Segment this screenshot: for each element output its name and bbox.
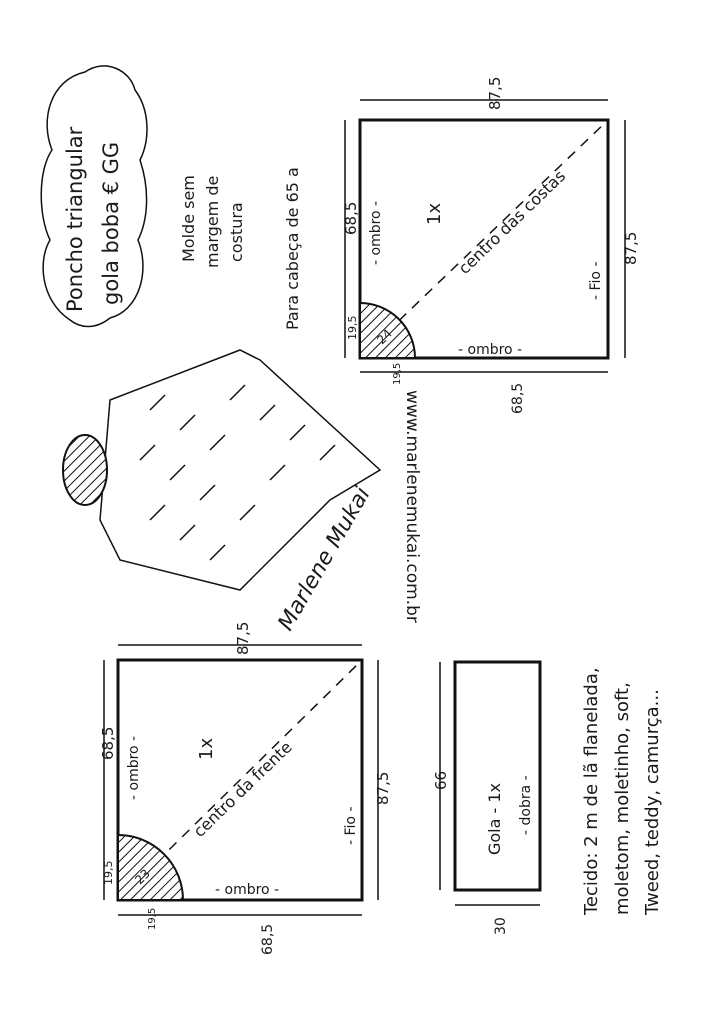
note-line3: costura — [227, 202, 246, 262]
website-url: www.marlenemukai.com.br — [402, 390, 422, 623]
fabric-note: Tecido: 2 m de lã flanelada, moletom, mo… — [581, 667, 663, 916]
back-neck-width: 19,5 — [392, 363, 403, 385]
title-cloud: Poncho triangular gola boba € GG — [40, 65, 148, 328]
front-left-height: 68,5 — [99, 727, 117, 760]
collar-height: 66 — [432, 771, 450, 790]
front-right-label: - Fio - — [343, 807, 359, 846]
seam-note: Molde sem margem de costura — [179, 175, 246, 268]
note-line1: Molde sem — [179, 175, 198, 262]
fabric-line3: Tweed, teddy, camurça... — [642, 689, 663, 916]
collar-width: 30 — [493, 917, 509, 935]
front-pattern-piece: 87,5 68,5 - ombro - 1x centro da frente … — [99, 622, 392, 955]
back-left-height: 68,5 — [342, 202, 360, 235]
title-line2: gola boba € GG — [99, 142, 123, 305]
back-left-label: - ombro - — [368, 201, 384, 265]
front-neck-height: 19,5 — [102, 861, 115, 886]
head-size-note: Para cabeça de 65 a — [283, 167, 302, 330]
back-neck-height: 19,5 — [346, 316, 359, 341]
collar-fold: - dobra - — [518, 775, 534, 835]
back-bottom-width: 68,5 — [510, 383, 526, 414]
front-bottom-label: - ombro - — [215, 882, 279, 898]
front-left-label: - ombro - — [126, 736, 142, 800]
collar-pattern-piece: 66 Gola - 1x - dobra - 30 — [432, 660, 542, 935]
fabric-line1: Tecido: 2 m de lã flanelada, — [581, 667, 602, 916]
front-quantity: 1x — [196, 738, 217, 760]
back-right-height: 87,5 — [622, 232, 640, 265]
front-bottom-width: 68,5 — [260, 924, 276, 955]
back-quantity: 1x — [424, 203, 445, 225]
note-line2: margem de — [203, 176, 222, 268]
poncho-illustration — [62, 349, 382, 591]
back-top-width: 87,5 — [486, 77, 504, 110]
front-right-height: 87,5 — [374, 772, 392, 805]
front-neck-width: 19,5 — [147, 908, 158, 930]
front-top-width: 87,5 — [234, 622, 252, 655]
back-bottom-label: - ombro - — [458, 342, 522, 358]
back-diagonal-label: centro das costas — [455, 166, 570, 278]
title-line1: Poncho triangular — [63, 126, 87, 312]
back-right-label: - Fio - — [588, 262, 604, 301]
back-pattern-piece: 87,5 68,5 - ombro - 1x centro das costas… — [342, 77, 640, 414]
fabric-line2: moletom, moletinho, soft, — [612, 682, 633, 915]
collar-label: Gola - 1x — [485, 783, 504, 855]
